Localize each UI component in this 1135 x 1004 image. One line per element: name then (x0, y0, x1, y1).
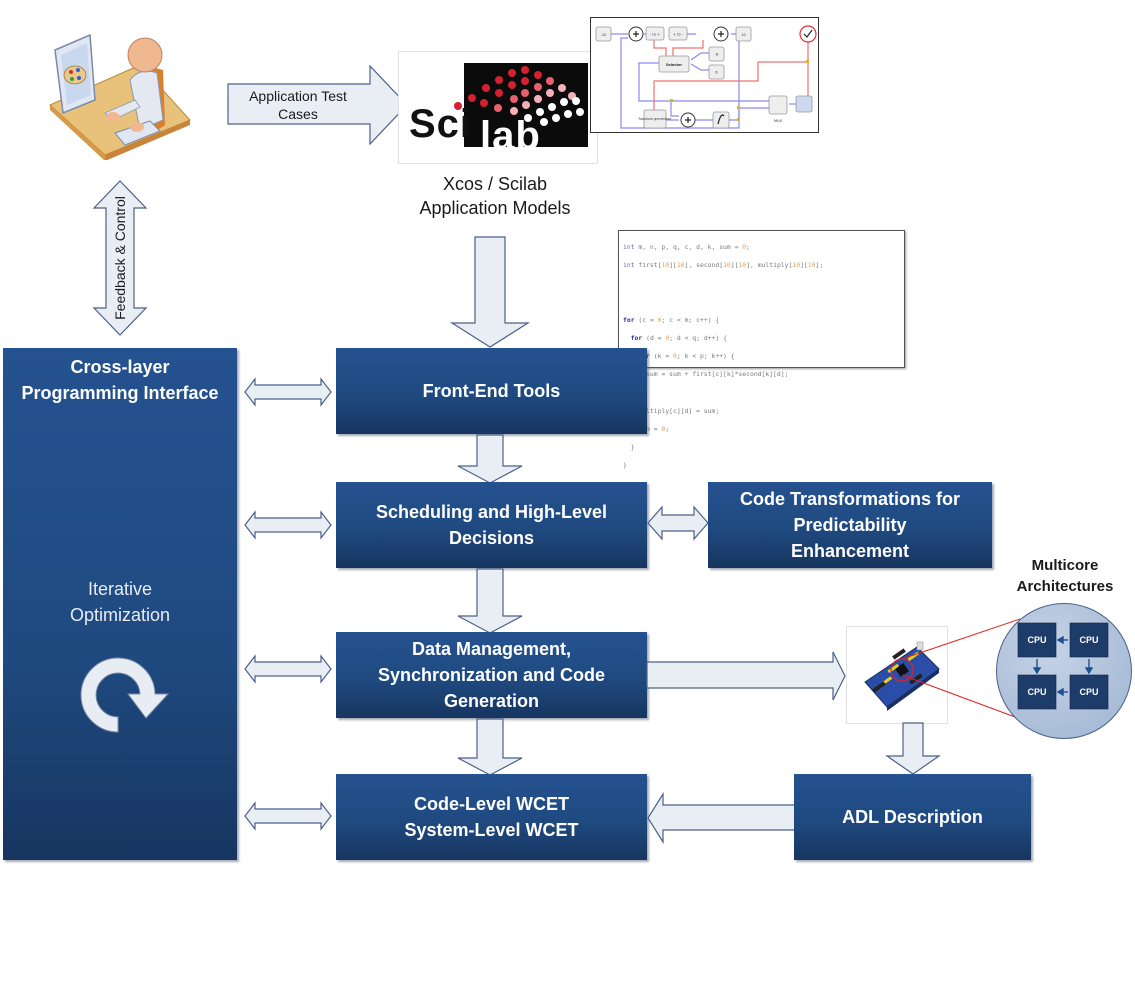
scheduling-label-line1: Scheduling and High-Level (375, 502, 608, 522)
iterative-optimization-line1: Iterative (87, 579, 153, 599)
code-line: int m, n, p, q, c, d, k, sum = 0; (623, 243, 750, 252)
xcos-block-label: 6 (715, 71, 717, 75)
xcos-block-label: - to + (650, 33, 660, 37)
down-arrow-to-wcet (457, 718, 523, 776)
scilab-logo-sci: Sci (409, 102, 472, 147)
code-transformations-box: Code Transformations for Predictability … (708, 482, 992, 568)
xcos-block-label: + to - (673, 33, 684, 37)
code-line: for (k = 0; k < p; k++) { (638, 352, 735, 361)
application-test-cases-label: Application Test Cases (228, 87, 368, 123)
user-at-computer-icon (49, 33, 191, 160)
xcos-block-label: Random generator (639, 117, 672, 121)
right-arrow-to-board (646, 651, 846, 701)
iterative-optimization-line2: Optimization (69, 605, 171, 625)
scilab-logo-dots (468, 66, 584, 126)
double-arrow-cpi-front-end (244, 377, 332, 407)
cross-layer-programming-interface-box: Cross-layer Programming Interface Iterat… (3, 348, 237, 860)
code-line: } (623, 443, 635, 452)
scilab-sci-text: Sci (409, 102, 473, 146)
c-code-snippet: int m, n, p, q, c, d, k, sum = 0; int fi… (618, 230, 905, 469)
scilab-caption-line2: Application Models (419, 198, 571, 218)
scilab-caption-line1: Xcos / Scilab (442, 174, 548, 194)
adl-description-box: ADL Description (794, 774, 1031, 860)
code-line: int first[10][10], second[10][10], multi… (623, 261, 824, 270)
iterative-optimization-label: Iterative Optimization (3, 576, 237, 628)
xcos-block-label: -10 (601, 33, 607, 37)
scilab-caption: Xcos / Scilab Application Models (395, 172, 595, 220)
cpu-box (1069, 674, 1109, 710)
code-line (623, 279, 900, 288)
code-line: } (623, 461, 627, 470)
down-arrow-to-scheduling (457, 434, 523, 484)
code-line: sum = 0; (638, 424, 670, 433)
code-line: multiply[c][d] = sum; (623, 406, 720, 415)
refresh-cycle-icon (80, 657, 170, 733)
code-transform-label-line3: Enhancement (790, 541, 910, 561)
xcos-block-label: MUX (774, 119, 783, 123)
feedback-control-text: Feedback & Control (112, 196, 128, 320)
cpu-box (1069, 622, 1109, 658)
xcos-block-label: Selector (666, 63, 683, 67)
down-arrow-to-adl (885, 722, 941, 775)
wcet-label-line2: System-Level WCET (404, 820, 579, 840)
code-line (623, 298, 900, 307)
code-line: for (c = 0; c < m; c++) { (623, 315, 720, 324)
scilab-lab-text: lab (480, 114, 541, 147)
cpu-label: CPU (1027, 635, 1046, 645)
front-end-tools-label: Front-End Tools (422, 381, 561, 401)
cpu-label: CPU (1079, 687, 1098, 697)
application-test-cases-arrow (227, 64, 408, 146)
data-mgmt-label-line3: Generation (443, 691, 539, 711)
down-arrow-to-data-management (457, 568, 523, 634)
scheduling-box: Scheduling and High-Level Decisions (336, 482, 647, 568)
cross-layer-title-line2: Programming Interface (21, 383, 219, 403)
cpu-box (1017, 674, 1057, 710)
cpu-grid: CPU CPU CPU CPU (1017, 622, 1109, 710)
xcos-model-diagram: -10 - to + + to - 10 Selector -6 6 Rando… (590, 17, 819, 133)
multicore-board-image (846, 626, 948, 724)
code-line: sum = sum + first[c][k]*second[k][d]; (623, 370, 789, 379)
feedback-control-arrow (92, 180, 148, 336)
data-management-box: Data Management, Synchronization and Cod… (336, 632, 647, 718)
code-line: for (d = 0; d < q; d++) { (630, 334, 727, 343)
double-arrow-scheduling-code-transform (647, 505, 709, 541)
down-arrow-to-front-end (449, 236, 531, 348)
left-arrow-adl-to-wcet (647, 791, 796, 845)
code-transform-label-line1: Code Transformations for (739, 489, 961, 509)
data-mgmt-label-line2: Synchronization and Code (377, 665, 605, 685)
application-test-cases-text: Application Test Cases (249, 88, 347, 122)
scilab-logo-lab: lab (480, 114, 541, 147)
double-arrow-cpi-data-management (244, 654, 332, 684)
code-line: } (623, 389, 900, 398)
xcos-block-label: 10 (741, 33, 745, 37)
circuit-board-icon (864, 641, 940, 711)
cpu-label: CPU (1079, 635, 1098, 645)
zoom-lines (901, 618, 1021, 718)
xcos-block-label: -6 (715, 53, 719, 57)
scilab-logo-frame: Sci lab (398, 51, 598, 164)
cross-layer-title: Cross-layer Programming Interface (21, 354, 218, 406)
cpu-box (1017, 622, 1057, 658)
cross-layer-title-line1: Cross-layer (70, 357, 170, 377)
scheduling-label-line2: Decisions (448, 528, 535, 548)
adl-description-label: ADL Description (842, 807, 983, 827)
code-transform-label-line2: Predictability (793, 515, 907, 535)
multicore-title-line1: Multicore (1031, 557, 1099, 574)
double-arrow-cpi-wcet (244, 801, 332, 831)
multicore-title-line2: Architectures (1016, 578, 1114, 595)
wcet-box: Code-Level WCET System-Level WCET (336, 774, 647, 860)
cpu-label: CPU (1027, 687, 1046, 697)
multicore-architectures-title: Multicore Architectures (990, 555, 1135, 597)
front-end-tools-box: Front-End Tools (336, 348, 647, 434)
scilab-red-dot (454, 102, 462, 110)
double-arrow-cpi-scheduling (244, 510, 332, 540)
wcet-label-line1: Code-Level WCET (413, 794, 569, 814)
data-mgmt-label-line1: Data Management, (411, 639, 572, 659)
xcos-wiring: -10 - to + + to - 10 Selector -6 6 Rando… (595, 25, 817, 129)
